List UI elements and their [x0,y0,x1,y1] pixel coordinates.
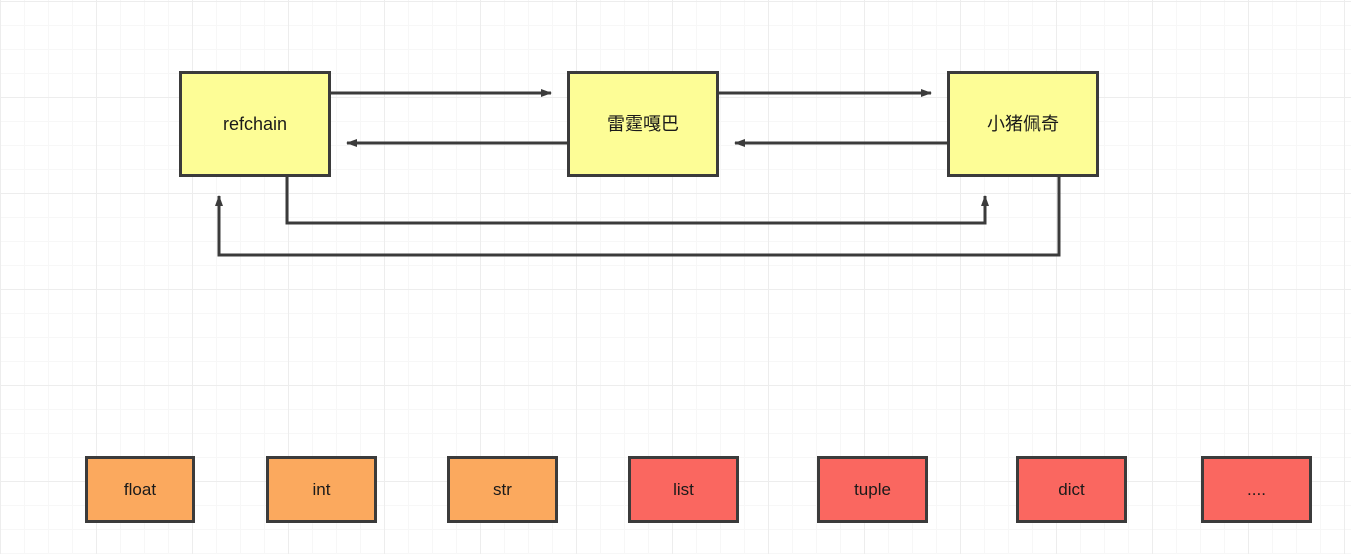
edge-refchain-down-to-peiqi [285,177,989,225]
node-type-more[interactable]: .... [1201,456,1312,523]
node-type-list-label: list [673,480,694,499]
node-type-tuple[interactable]: tuple [817,456,928,523]
node-type-int[interactable]: int [266,456,377,523]
edge-peiqi-down-to-refchain [215,177,1061,257]
node-type-list[interactable]: list [628,456,739,523]
node-type-dict-label: dict [1058,480,1085,499]
node-refchain-label: refchain [222,114,288,134]
node-leiting-gaba[interactable]: 雷霆嘎巴 [567,71,719,177]
node-type-tuple-label: tuple [854,480,891,499]
node-type-float[interactable]: float [85,456,195,523]
node-xiaozhu-peiqi[interactable]: 小猪佩奇 [947,71,1099,177]
node-type-more-label: .... [1247,480,1266,499]
node-type-float-label: float [123,480,157,499]
node-refchain[interactable]: refchain [179,71,331,177]
node-leiting-gaba-label: 雷霆嘎巴 [607,114,679,134]
node-type-str[interactable]: str [447,456,558,523]
node-type-int-label: int [312,480,331,499]
node-xiaozhu-peiqi-label: 小猪佩奇 [987,114,1059,134]
node-type-str-label: str [493,480,512,499]
node-type-dict[interactable]: dict [1016,456,1127,523]
